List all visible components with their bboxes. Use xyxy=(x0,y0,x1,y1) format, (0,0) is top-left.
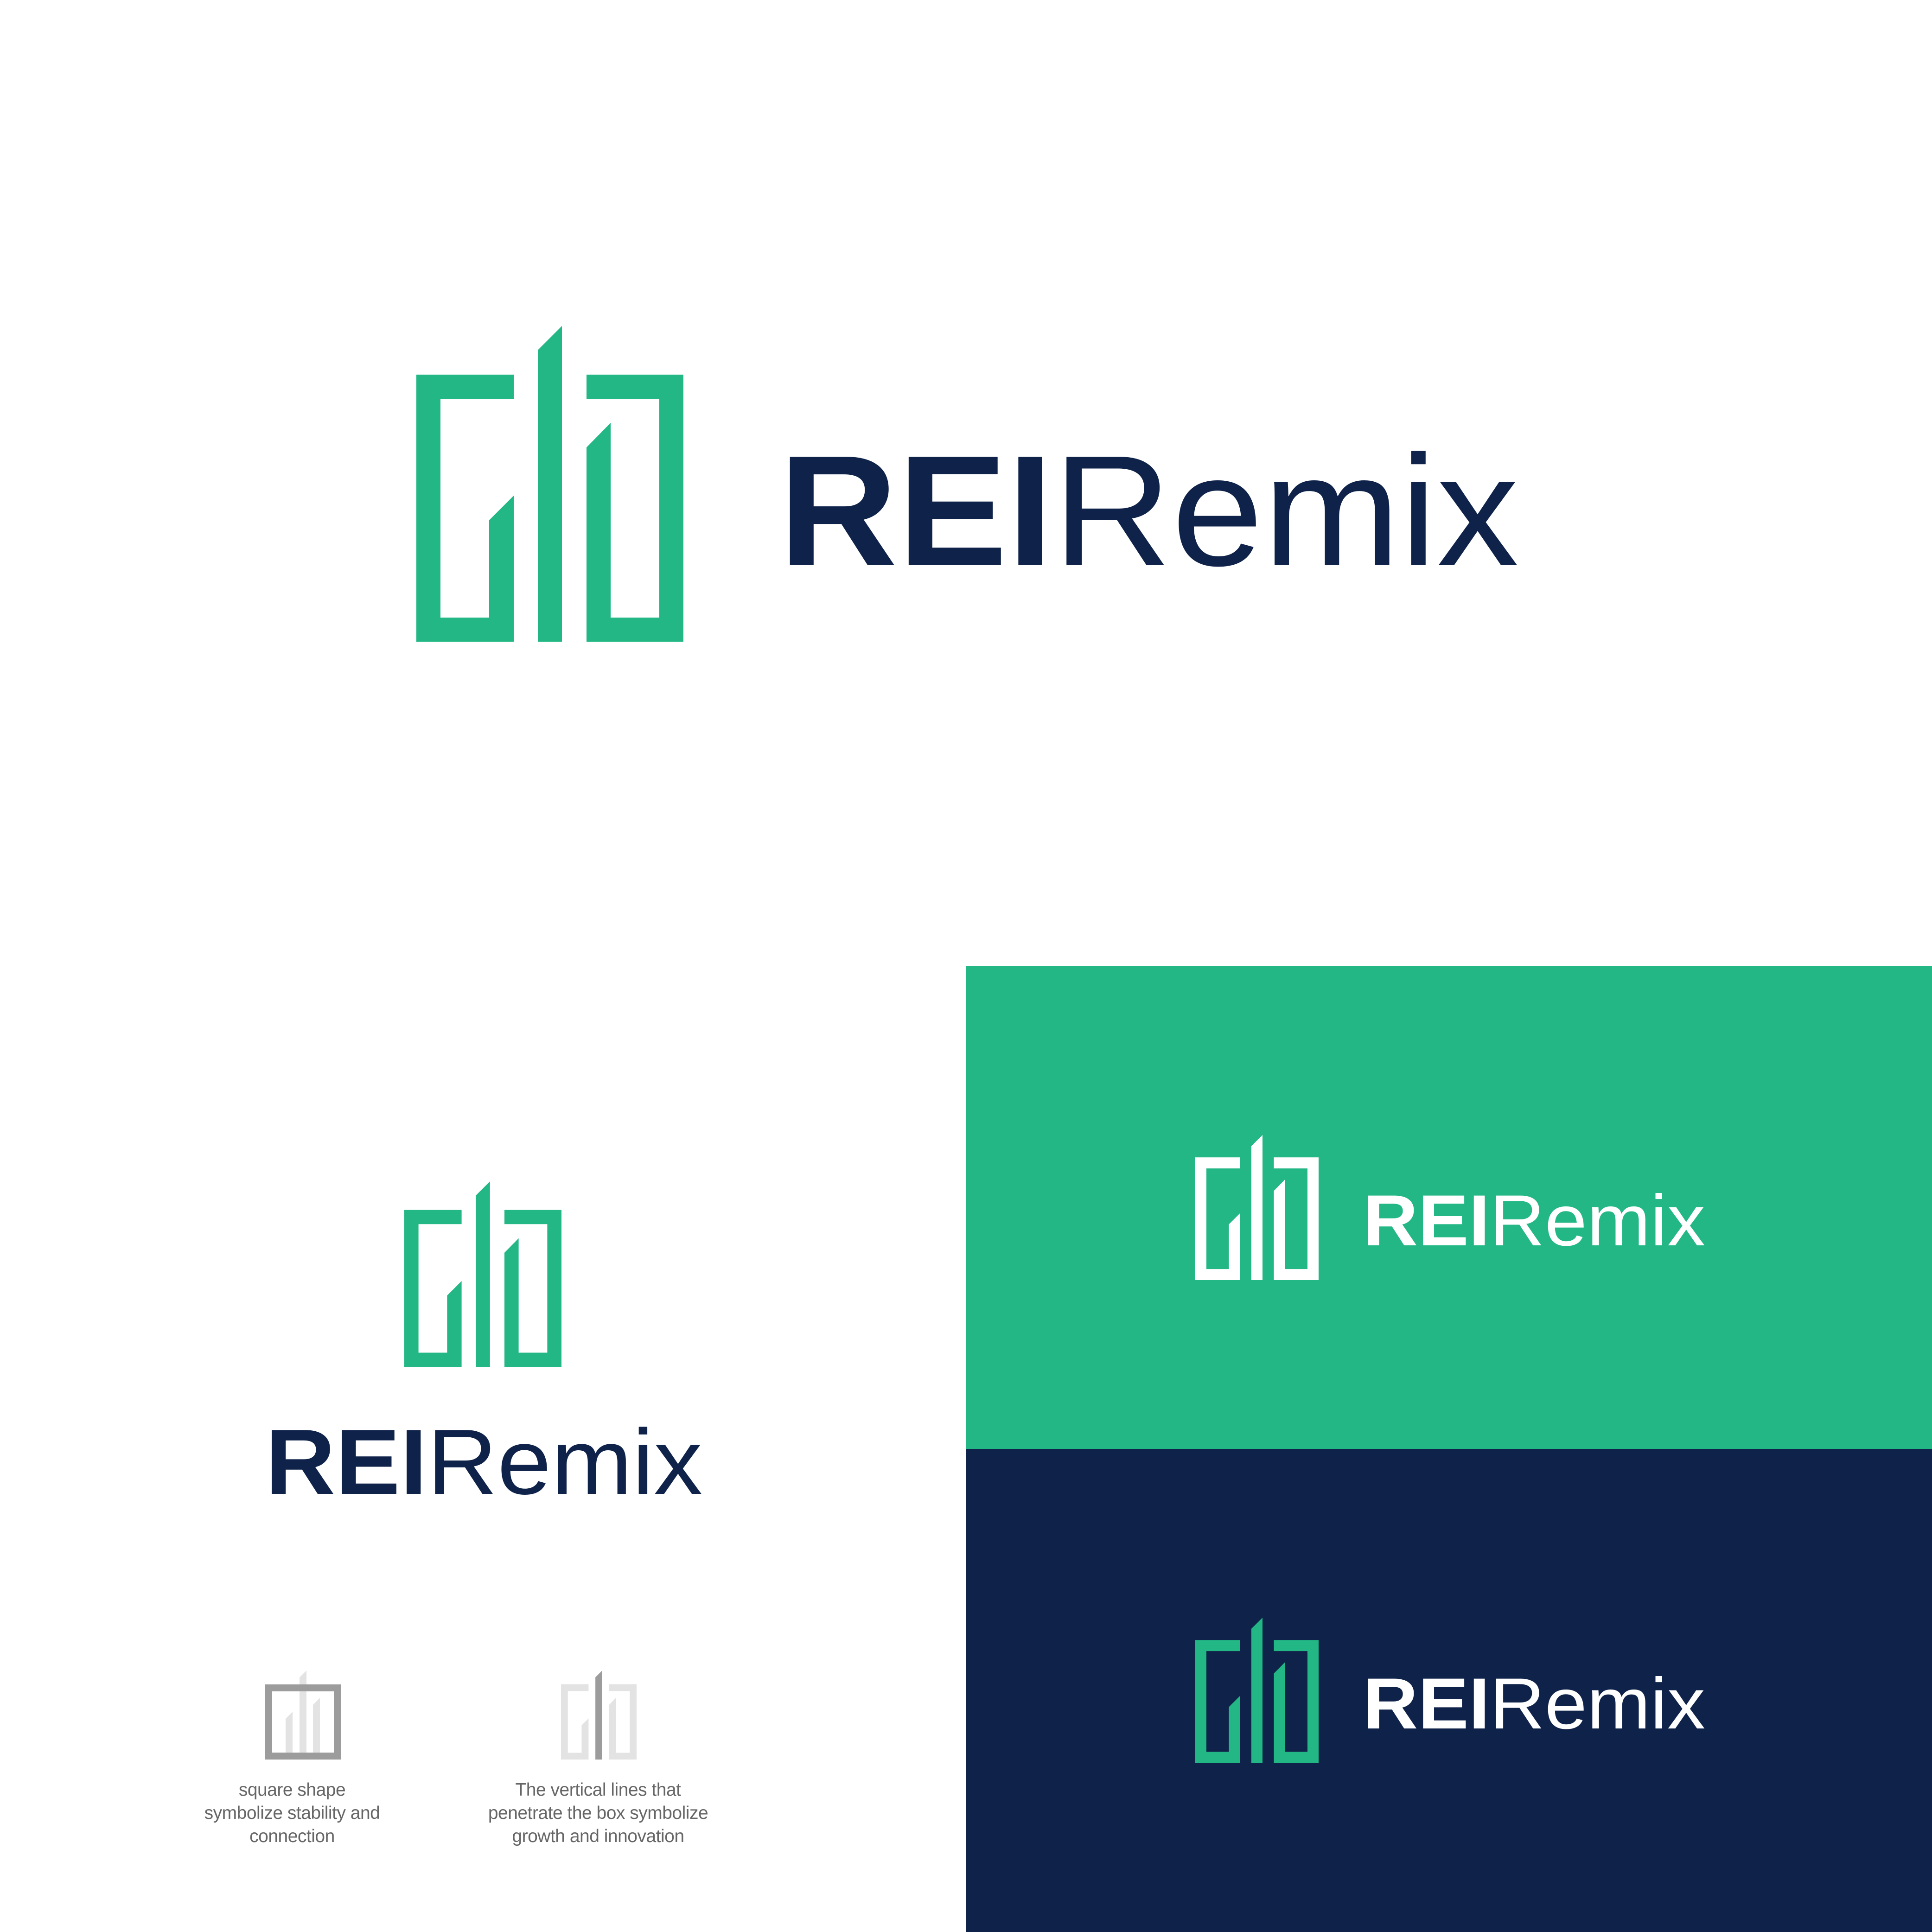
white-logo-icon xyxy=(1195,1135,1319,1280)
svg-text:REIRemix: REIRemix xyxy=(779,423,1519,599)
svg-text:REIRemix: REIRemix xyxy=(265,1410,702,1514)
stacked-logo-icon xyxy=(404,1181,561,1367)
green-background-panel xyxy=(966,966,1932,1449)
stacked-wordmark: REIRemix xyxy=(265,1410,702,1514)
caption-line: growth and innovation xyxy=(512,1826,684,1846)
caption-line: The vertical lines that xyxy=(515,1780,681,1800)
square-shape-highlight-icon xyxy=(265,1671,341,1760)
svg-text:REIRemix: REIRemix xyxy=(1363,1180,1705,1261)
square-shape-caption: square shape symbolize stability and con… xyxy=(190,1779,394,1848)
wordmark-bold-rei: REI xyxy=(1363,1664,1490,1744)
vertical-lines-highlight-icon xyxy=(561,1671,637,1760)
primary-logo-icon xyxy=(416,326,683,642)
green-panel-wordmark: REIRemix xyxy=(1363,1180,1705,1261)
wordmark-bold-rei: REI xyxy=(779,423,1053,599)
caption-line: connection xyxy=(249,1826,335,1846)
wordmark-bold-rei: REI xyxy=(265,1410,427,1514)
navy-background-panel xyxy=(966,1449,1932,1932)
green-logo-icon xyxy=(1195,1618,1319,1763)
svg-text:REIRemix: REIRemix xyxy=(1363,1664,1705,1744)
caption-line: penetrate the box symbolize xyxy=(488,1803,708,1823)
wordmark-regular-remix: Remix xyxy=(1053,423,1519,599)
wordmark-regular-remix: Remix xyxy=(1490,1180,1705,1261)
caption-line: square shape xyxy=(238,1780,346,1800)
wordmark-regular-remix: Remix xyxy=(1490,1664,1705,1744)
navy-panel-wordmark: REIRemix xyxy=(1363,1664,1705,1744)
caption-line: symbolize stability and xyxy=(204,1803,380,1823)
vertical-lines-caption: The vertical lines that penetrate the bo… xyxy=(473,1779,723,1848)
wordmark-regular-remix: Remix xyxy=(427,1410,702,1514)
wordmark-bold-rei: REI xyxy=(1363,1180,1490,1261)
primary-wordmark: REIRemix xyxy=(779,423,1519,599)
